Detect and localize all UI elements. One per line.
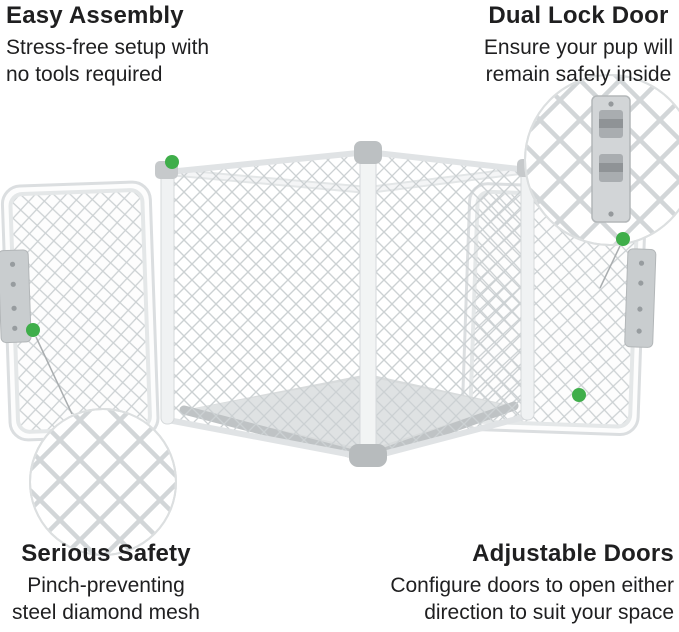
lock-detail-inset: [524, 74, 679, 246]
mesh-detail-connector-line: [35, 336, 73, 415]
feature-serious-safety: Serious Safety Pinch-preventing steel di…: [0, 540, 212, 627]
feature-title: Dual Lock Door: [488, 2, 669, 29]
feature-description-line2: steel diamond mesh: [12, 600, 200, 624]
dual-lock-latch: [591, 95, 631, 223]
feature-description-line2: remain safely inside: [485, 62, 672, 86]
feature-description-line1: Pinch-preventing: [27, 574, 185, 597]
right-door-latch-plate: [624, 248, 657, 348]
feature-adjustable-doors: Adjustable Doors Configure doors to open…: [390, 540, 674, 627]
crate-body: [155, 141, 540, 467]
mesh-detail-inset: [29, 408, 177, 556]
feature-easy-assembly: Easy Assembly Stress-free setup with no …: [6, 2, 209, 89]
dual-lock-marker-dot: [616, 232, 630, 246]
front-bottom-connector: [349, 444, 387, 467]
feature-description-line2: direction to suit your space: [424, 600, 674, 624]
feature-title: Serious Safety: [21, 540, 191, 567]
left-door-hinge-plate: [0, 249, 32, 344]
feature-title: Easy Assembly: [6, 2, 184, 29]
left-door-panel: [0, 180, 160, 442]
right-corner-post: [520, 163, 535, 421]
feature-description-line2: no tools required: [6, 62, 163, 86]
front-top-connector: [354, 141, 382, 164]
feature-title: Adjustable Doors: [472, 540, 674, 567]
feature-description-line1: Stress-free setup with: [6, 36, 210, 59]
easy-assembly-marker-dot: [165, 155, 179, 169]
feature-description-line1: Configure doors to open either: [390, 574, 674, 597]
front-corner-post: [359, 145, 377, 465]
feature-dual-lock-door: Dual Lock Door Ensure your pup will rema…: [484, 2, 673, 89]
feature-description-line1: Ensure your pup will: [483, 36, 673, 59]
serious-safety-marker-dot: [26, 323, 40, 337]
lock-detail-connector-line: [599, 245, 621, 289]
left-corner-post: [160, 165, 175, 425]
adjustable-doors-marker-dot: [572, 388, 586, 402]
